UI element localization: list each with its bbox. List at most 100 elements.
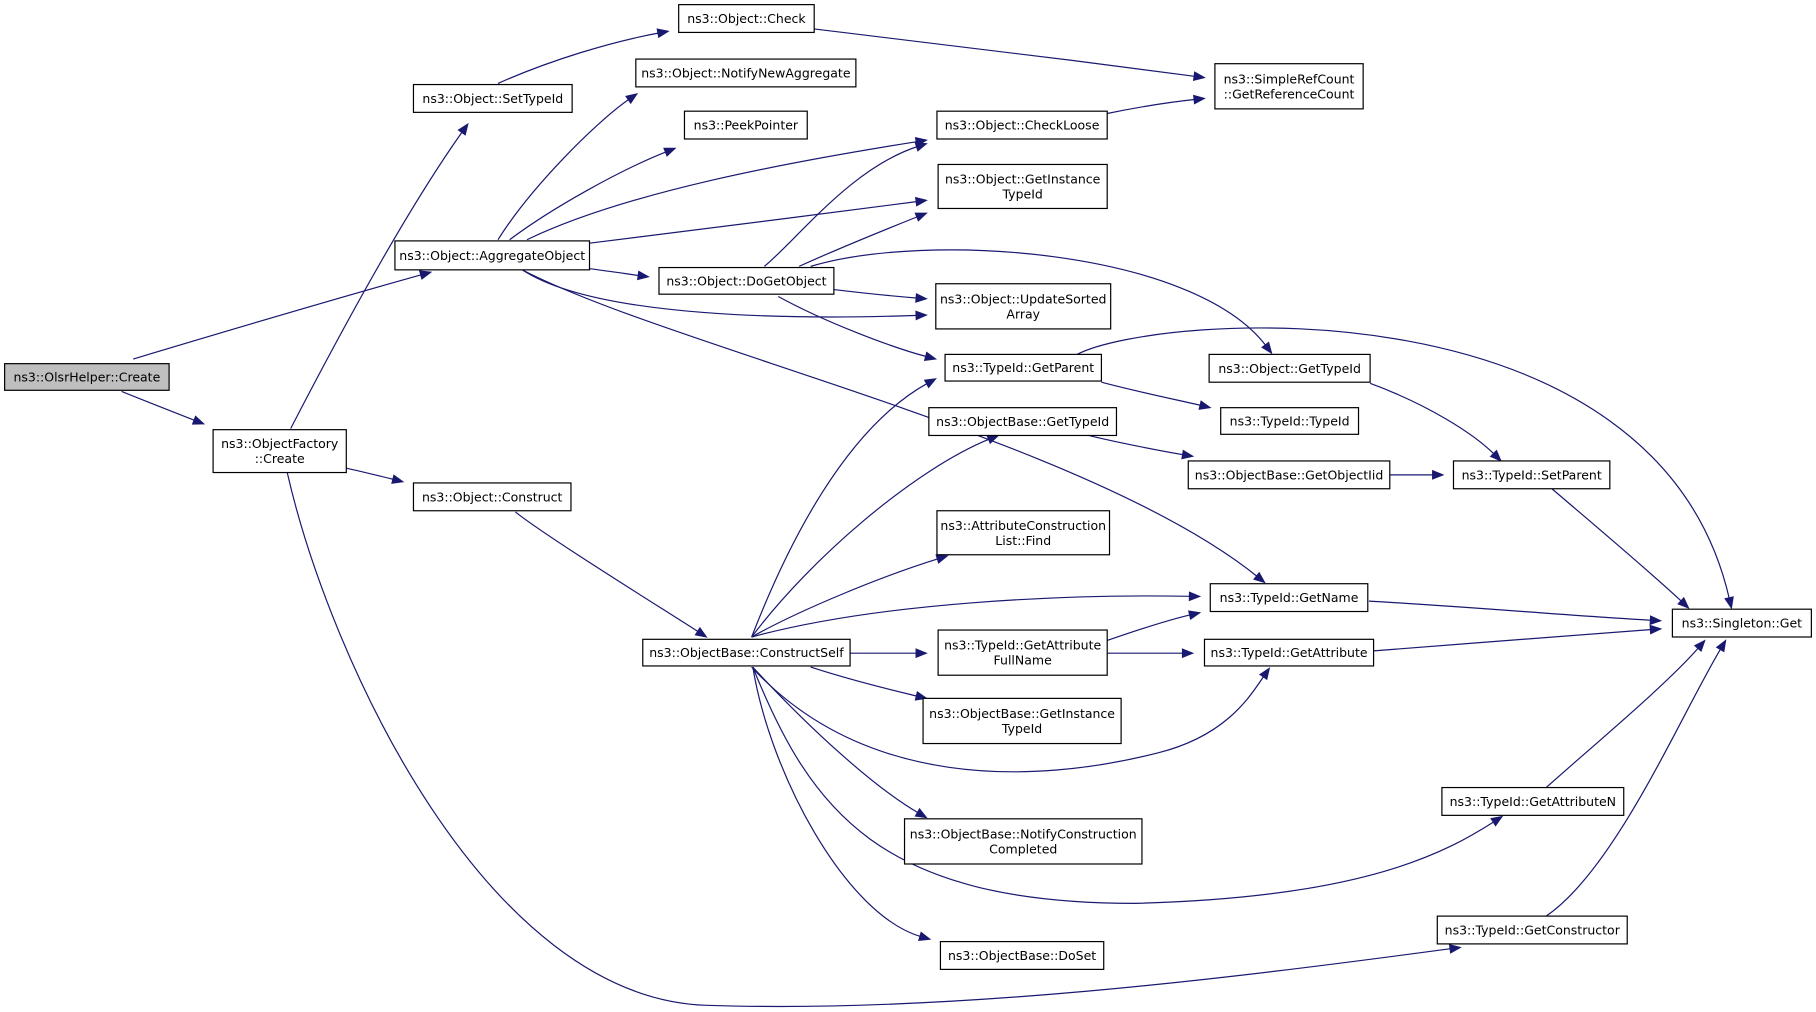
edge-typeid_getconstructor-to-singleton_get <box>1545 639 1727 917</box>
node-do-get-object[interactable]: ns3::Object::DoGetObject <box>658 266 835 295</box>
node-objectbase-gettypeid[interactable]: ns3::ObjectBase::GetTypeId <box>928 407 1118 437</box>
node-typeid-getparent[interactable]: ns3::TypeId::GetParent <box>944 353 1103 382</box>
node-label: ns3::TypeId::GetAttribute <box>944 638 1101 653</box>
edge-arrowhead <box>637 270 650 281</box>
node-box <box>658 266 835 295</box>
node-singleton-get[interactable]: ns3::Singleton::Get <box>1671 608 1812 638</box>
node-check[interactable]: ns3::Object::Check <box>678 4 815 34</box>
node-box <box>903 818 1143 865</box>
edge-aggregate-to-typeid_getname <box>522 269 1266 584</box>
edge-arrowhead <box>1188 610 1202 620</box>
edge-construct_self-to-notify_construction <box>752 666 928 819</box>
node-label: ns3::TypeId::GetAttributeN <box>1450 794 1616 809</box>
node-label: ns3::ObjectBase::GetInstance <box>929 706 1115 721</box>
node-box <box>1452 460 1611 490</box>
node-objectbase-getobjectiid[interactable]: ns3::ObjectBase::GetObjectIid <box>1187 460 1391 490</box>
edge-of_create-to-typeid_getconstructor <box>286 472 1462 1008</box>
node-box <box>212 429 347 474</box>
node-label: ns3::Object::GetInstance <box>945 171 1101 186</box>
edge-typeid_getparent-to-typeid_typeid <box>1101 381 1212 410</box>
node-construct[interactable]: ns3::Object::Construct <box>412 482 572 512</box>
edge-arrowhead <box>694 626 708 638</box>
edge-typeid_getname-to-singleton_get <box>1368 600 1663 626</box>
node-typeid-typeid[interactable]: ns3::TypeId::TypeId <box>1220 407 1360 435</box>
edge-arrowhead <box>656 28 670 39</box>
edge-construct_self-to-getattr_fullname <box>850 648 928 659</box>
edge-line <box>752 666 1495 904</box>
edge-line <box>509 151 668 241</box>
edge-arrowhead <box>1724 596 1734 610</box>
node-typeid-setparent[interactable]: ns3::TypeId::SetParent <box>1452 460 1611 490</box>
edge-line <box>515 511 700 633</box>
edge-line <box>1101 381 1202 407</box>
edge-line <box>1369 382 1496 456</box>
node-of-create[interactable]: ns3::ObjectFactory::Create <box>212 429 347 474</box>
node-label: ns3::Object::CheckLoose <box>945 118 1100 133</box>
node-box <box>1436 915 1628 945</box>
edge-arrowhead <box>1693 639 1706 653</box>
edge-object_gettypeid-to-typeid_setparent <box>1369 382 1502 462</box>
node-label: TypeId <box>1001 721 1042 736</box>
node-box <box>678 4 815 34</box>
edge-line <box>798 215 919 267</box>
edge-line <box>764 145 919 267</box>
node-label: ns3::AttributeConstruction <box>940 518 1106 533</box>
edge-line <box>1545 646 1700 788</box>
edge-arrowhead <box>1649 615 1663 626</box>
edge-of_create-to-construct <box>345 467 405 484</box>
node-typeid-getattributen[interactable]: ns3::TypeId::GetAttributeN <box>1441 786 1625 816</box>
node-set-typeid[interactable]: ns3::Object::SetTypeId <box>412 83 573 113</box>
edge-line <box>589 268 640 277</box>
node-box <box>922 697 1122 745</box>
node-notify-new-agg[interactable]: ns3::Object::NotifyNewAggregate <box>635 58 857 88</box>
node-notify-construction[interactable]: ns3::ObjectBase::NotifyConstructionCompl… <box>903 818 1143 865</box>
edge-line <box>751 558 939 638</box>
edge-line <box>751 595 1191 638</box>
edge-getattr_fullname-to-typeid_getattribute <box>1107 648 1195 659</box>
node-typeid-getattribute[interactable]: ns3::TypeId::GetAttribute <box>1203 638 1375 667</box>
node-box <box>1187 460 1391 490</box>
node-object-gettypeid[interactable]: ns3::Object::GetTypeId <box>1208 353 1371 383</box>
node-typeid-getconstructor[interactable]: ns3::TypeId::GetConstructor <box>1436 915 1628 945</box>
edge-do_get_object-to-update_sorted <box>833 288 928 303</box>
node-label: ns3::TypeId::GetAttribute <box>1211 645 1368 660</box>
node-peek-pointer[interactable]: ns3::PeekPointer <box>683 110 808 140</box>
node-label: ns3::Singleton::Get <box>1682 616 1803 631</box>
edge-line <box>1088 434 1185 456</box>
node-box <box>412 482 572 512</box>
edge-line <box>497 32 660 84</box>
node-box <box>937 163 1108 210</box>
node-typeid-getname[interactable]: ns3::TypeId::GetName <box>1209 583 1369 613</box>
edge-line <box>121 390 196 422</box>
edge-arrowhead <box>1192 71 1206 82</box>
node-label: ::Create <box>255 451 305 466</box>
edge-construct-to-construct_self <box>515 511 708 638</box>
node-label: ns3::ObjectBase::GetTypeId <box>936 414 1109 429</box>
node-aggregate[interactable]: ns3::Object::AggregateObject <box>394 240 591 271</box>
node-simple-refcount[interactable]: ns3::SimpleRefCount::GetReferenceCount <box>1214 63 1364 110</box>
nodes-layer: ns3::OlsrHelper::Createns3::ObjectFactor… <box>4 4 1812 970</box>
node-objectbase-doset[interactable]: ns3::ObjectBase::DoSet <box>939 940 1105 970</box>
node-label: ::GetReferenceCount <box>1224 86 1355 101</box>
node-label: ns3::Object::NotifyNewAggregate <box>641 65 851 80</box>
node-construct-self[interactable]: ns3::ObjectBase::ConstructSelf <box>642 638 851 667</box>
node-box <box>683 110 808 140</box>
edge-line <box>1076 327 1731 600</box>
node-box <box>635 58 857 88</box>
edge-arrowhead <box>1193 94 1206 105</box>
edge-arrowhead <box>918 931 932 941</box>
edge-arrowhead <box>1448 943 1462 954</box>
edge-arrowhead <box>1259 667 1271 681</box>
edge-arrowhead <box>663 147 677 157</box>
node-box <box>937 629 1108 676</box>
node-box <box>939 940 1105 970</box>
node-label: ns3::Object::UpdateSorted <box>940 291 1106 306</box>
node-check-loose[interactable]: ns3::Object::CheckLoose <box>936 110 1108 140</box>
edge-construct_self-to-typeid_getattribute <box>751 666 1271 773</box>
